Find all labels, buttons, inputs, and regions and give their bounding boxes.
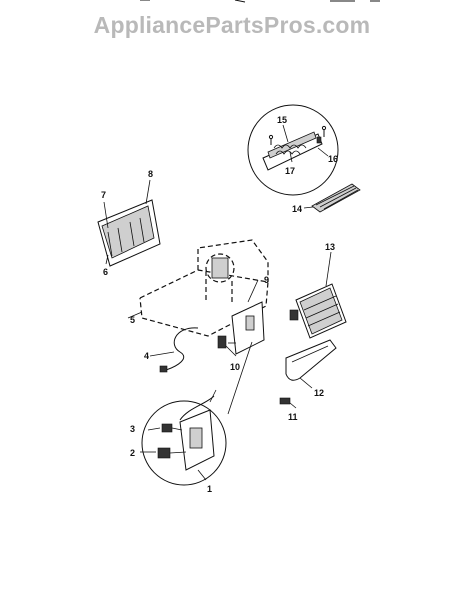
watermark-text: AppliancePartsPros.com <box>93 12 371 38</box>
callout-6: 6 <box>103 267 108 277</box>
callout-3: 3 <box>130 424 135 434</box>
part-13-housing <box>289 251 347 339</box>
callout-14: 14 <box>292 204 302 214</box>
callout-12: 12 <box>314 388 324 398</box>
callout-4: 4 <box>144 351 149 361</box>
callout-5: 5 <box>130 315 135 325</box>
detail-leaders <box>209 341 253 415</box>
callout-8: 8 <box>148 169 153 179</box>
part-11-clip <box>279 397 297 409</box>
part-12-trough <box>285 339 337 389</box>
callout-7: 7 <box>101 190 106 200</box>
part-8-coil-panel <box>97 179 161 267</box>
callout-9: 9 <box>264 275 269 285</box>
scan-edge-marks <box>140 0 380 3</box>
part-14-grille <box>303 183 361 213</box>
part-5-base-pan <box>127 239 269 337</box>
callout-17: 17 <box>285 166 295 176</box>
detail-circle-bottom <box>140 395 227 486</box>
part-10-switch <box>217 335 237 357</box>
callout-1: 1 <box>207 484 212 494</box>
callout-13: 13 <box>325 242 335 252</box>
detail-circle-top <box>247 104 339 196</box>
callout-11: 11 <box>288 412 298 422</box>
part-4-power-cord <box>149 327 199 373</box>
callout-15: 15 <box>277 115 287 125</box>
callout-2: 2 <box>130 448 135 458</box>
part-9-control-panel <box>231 279 265 355</box>
callout-16: 16 <box>328 154 338 164</box>
callout-10: 10 <box>230 362 240 372</box>
